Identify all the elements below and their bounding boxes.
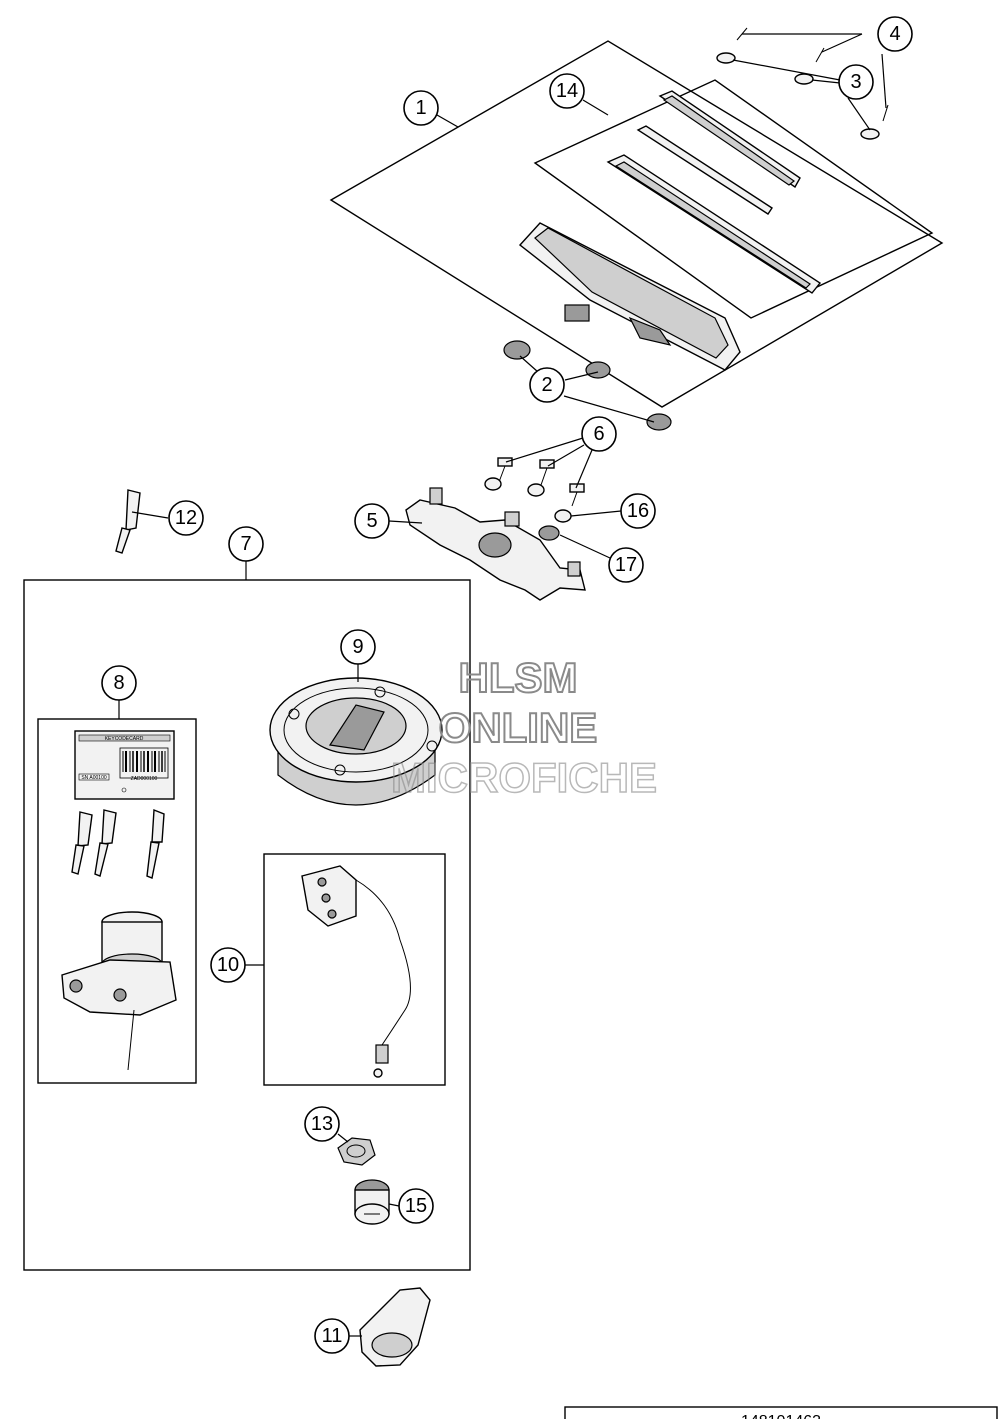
callout-1-label: 1 xyxy=(415,97,426,119)
callout-12-label: 12 xyxy=(175,507,197,529)
callout-17-label: 17 xyxy=(615,554,637,576)
callout-10: 10 xyxy=(210,947,246,983)
callout-4-label: 4 xyxy=(889,23,900,45)
callout-3-label: 3 xyxy=(850,71,861,93)
part-2-grommets xyxy=(503,340,672,431)
callout-17: 17 xyxy=(608,547,644,583)
part-15-lock-cylinder xyxy=(354,1179,390,1225)
callout-4: 4 xyxy=(877,16,913,52)
callout-9-label: 9 xyxy=(352,636,363,658)
part-9-fuel-cap xyxy=(269,677,443,806)
callout-8: 8 xyxy=(101,665,137,701)
callout-2-label: 2 xyxy=(541,374,552,396)
callout-7: 7 xyxy=(228,526,264,562)
keycode-card-code: ZAD000100 xyxy=(131,776,158,782)
reference-box: 148101463 xyxy=(564,1406,998,1419)
callout-13-label: 13 xyxy=(311,1113,333,1135)
watermark-line-1: HLSM xyxy=(459,654,578,701)
callout-5-label: 5 xyxy=(366,510,377,532)
part-10-sensor-cable xyxy=(301,865,411,1078)
barcode xyxy=(122,751,166,772)
part-8-keycode-card: KEYCODECARD ZAD000100 SN A00100 xyxy=(74,730,175,800)
callout-9: 9 xyxy=(340,629,376,665)
callout-5: 5 xyxy=(354,503,390,539)
callout-13: 13 xyxy=(304,1106,340,1142)
callout-1: 1 xyxy=(403,90,439,126)
callout-16: 16 xyxy=(620,493,656,529)
group-box-8 xyxy=(37,718,197,1084)
part-8-keys xyxy=(71,808,165,879)
group-box-1 xyxy=(329,40,944,408)
watermark-line-2: ONLINE xyxy=(439,704,598,751)
callout-11-label: 11 xyxy=(322,1325,343,1347)
callout-6-label: 6 xyxy=(593,423,604,445)
callout-6: 6 xyxy=(581,416,617,452)
callout-12: 12 xyxy=(168,500,204,536)
part-16-bushings xyxy=(484,477,572,523)
part-13-nut xyxy=(337,1137,376,1166)
keycode-card-serial: SN A00100 xyxy=(81,775,107,781)
part-3-washers xyxy=(716,52,880,140)
callout-10-label: 10 xyxy=(217,954,239,976)
callout-15-label: 15 xyxy=(405,1195,427,1217)
watermark-line-3: MICROFICHE xyxy=(391,754,657,801)
callout-7-label: 7 xyxy=(240,533,251,555)
part-11-cover xyxy=(359,1287,431,1367)
callout-2: 2 xyxy=(529,367,565,403)
part-6-screws xyxy=(497,457,585,507)
part-5-bracket xyxy=(405,487,586,601)
callout-8-label: 8 xyxy=(113,672,124,694)
part-1-dashboard xyxy=(518,222,741,371)
callout-15: 15 xyxy=(398,1188,434,1224)
group-box-10 xyxy=(263,853,446,1086)
callout-14: 14 xyxy=(549,73,585,109)
callout-16-label: 16 xyxy=(627,500,649,522)
reference-number: 148101463 xyxy=(741,1413,821,1419)
callout-3: 3 xyxy=(838,64,874,100)
leader-lines xyxy=(118,33,887,1337)
part-14-lens-frames xyxy=(606,90,822,294)
part-12-key xyxy=(115,489,141,554)
part-8-ignition-lock xyxy=(61,911,177,1071)
keycode-card-title: KEYCODECARD xyxy=(105,736,144,742)
group-box-14 xyxy=(533,79,934,319)
callout-11: 11 xyxy=(314,1318,350,1354)
part-17-grommet xyxy=(538,525,560,541)
callout-14-label: 14 xyxy=(556,80,578,102)
group-box-7 xyxy=(23,579,471,1271)
watermark: HLSM ONLINE MICROFICHE xyxy=(390,653,658,802)
